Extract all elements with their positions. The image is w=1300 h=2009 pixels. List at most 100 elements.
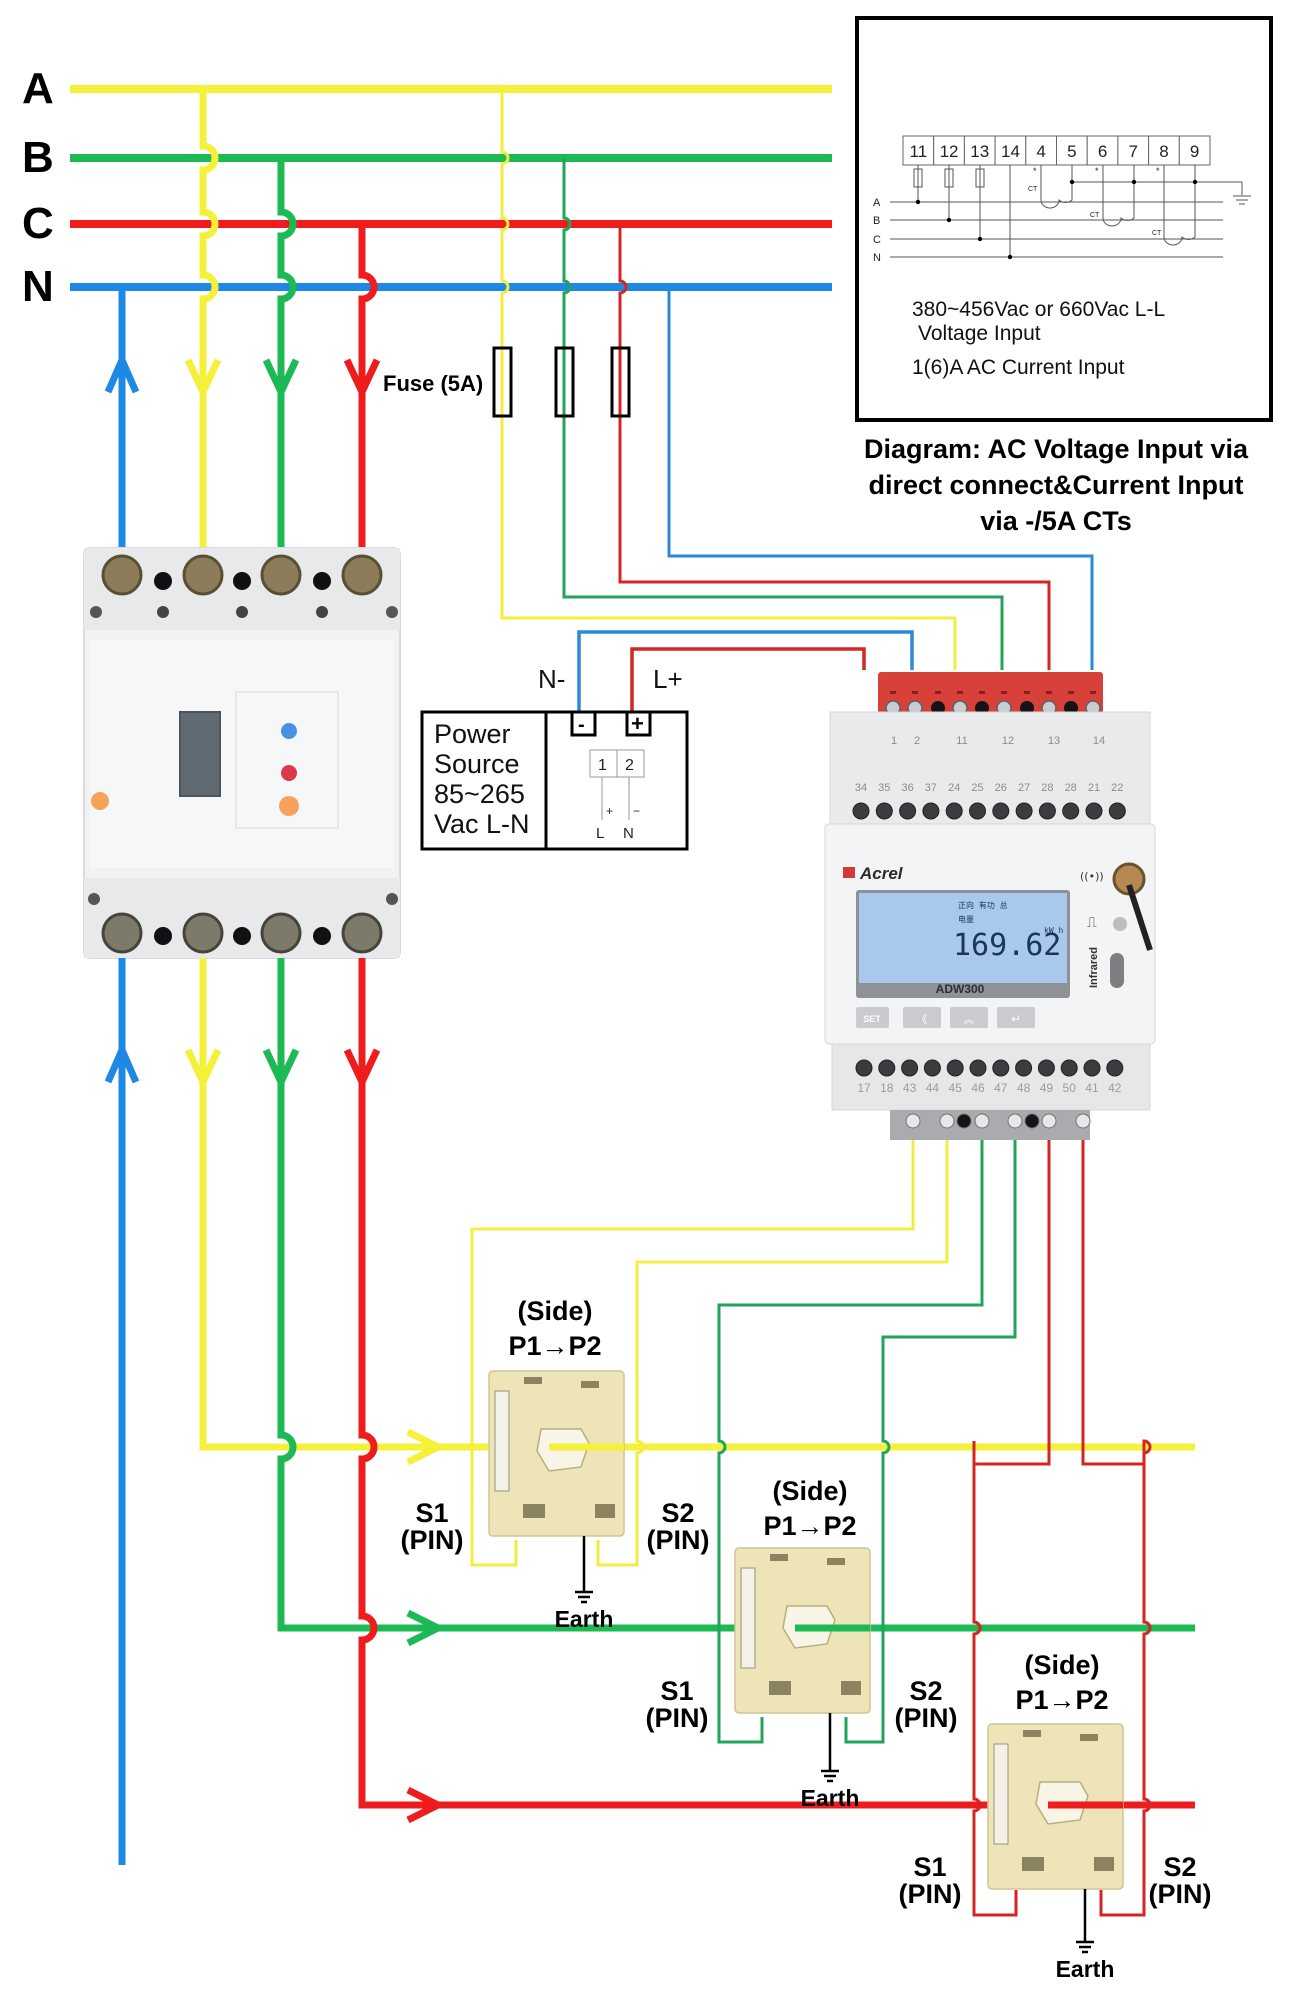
bus-label-a: A <box>22 64 54 113</box>
inset-terminal-label: 14 <box>1001 142 1020 161</box>
tap-n-wire <box>667 287 1094 670</box>
breaker-handle[interactable] <box>179 711 221 797</box>
meter-lower-terminal-label: 46 <box>971 1081 985 1095</box>
up-button[interactable] <box>950 1007 988 1028</box>
reset-button-orange[interactable] <box>279 796 299 816</box>
inset-terminal-box <box>1086 135 1119 166</box>
terminal-slot <box>912 691 918 694</box>
phase-c-arrow-down <box>343 358 381 401</box>
terminal-slot <box>1046 691 1052 694</box>
tap-c-wire <box>618 224 1051 670</box>
inset-dot <box>1192 179 1198 185</box>
ct-s1-pin-label: (PIN) <box>646 1703 709 1733</box>
meter-buttons: SET 《 ︽ ↵ <box>856 1007 1035 1028</box>
terminal-screw-icon <box>1015 802 1033 820</box>
inset-star-b: * <box>1095 166 1099 176</box>
meter-top-terminal-label: 1 <box>891 735 897 747</box>
inset-label-b: B <box>873 215 880 227</box>
pulse-icon: ⎍ <box>1087 915 1097 931</box>
lcd-sub: 电量 <box>958 914 974 924</box>
neg-terminal-symbol: - <box>578 714 585 736</box>
inset-ct-b <box>1102 165 1135 227</box>
bus-label-c: C <box>22 199 54 248</box>
tap-b-wire <box>562 158 1004 670</box>
terminal-screw-icon <box>341 912 383 954</box>
phase-a-feed <box>199 89 219 550</box>
meter-upper-terminal-label: 21 <box>1088 782 1100 794</box>
caption-line-3: via -/5A CTs <box>980 506 1132 536</box>
inset-ct-label-c: CT <box>1152 230 1162 237</box>
terminal-screw-icon <box>1106 1059 1124 1077</box>
inset-label-n: N <box>873 252 881 264</box>
acrel-logo-icon <box>843 867 855 878</box>
phase-c-arrow-down-lower <box>343 1048 381 1091</box>
meter-top-terminal-label: 11 <box>956 735 967 747</box>
terminal-2-label: 2 <box>625 757 634 774</box>
terminal-screw-icon <box>946 1059 964 1077</box>
indicator-red <box>281 765 297 781</box>
phase-a-arrow-down <box>184 358 222 401</box>
terminal-slot <box>1024 691 1030 694</box>
pos-terminal <box>625 710 652 737</box>
terminal-screw-icon <box>905 1113 921 1129</box>
meter-top-terminal-label: 2 <box>914 735 920 747</box>
power-source: N- L+ Power Source 85~265 Vac L-N - + 1 … <box>420 630 914 851</box>
inset-fuse-12 <box>944 168 954 188</box>
meter-upper-terminal-label: 27 <box>1018 782 1030 794</box>
terminal-screw-icon <box>260 912 302 954</box>
terminal-slot <box>1001 691 1007 694</box>
terminal-screw-icon <box>901 1059 919 1077</box>
meter-upper-terminal-label: 28 <box>1065 782 1077 794</box>
meter-lower-terminal-label: 44 <box>926 1081 940 1095</box>
inset-ct-label-a: CT <box>1028 186 1038 193</box>
power-source-line-3: 85~265 <box>434 779 525 809</box>
current-transformers: (Side)P1→P2S1(PIN)S2(PIN)Earth(Side)P1→P… <box>401 1296 1212 1982</box>
terminal-slot <box>957 691 963 694</box>
meter-lower-terminal-label: 42 <box>1108 1081 1122 1095</box>
ct-slot <box>1080 1734 1098 1741</box>
lcd-screen <box>859 893 1067 983</box>
inset-junctions <box>915 179 1198 260</box>
ct-slot <box>524 1377 542 1384</box>
ct-secondary-wiring <box>470 1140 1152 1917</box>
inset-terminal-box <box>1056 135 1088 166</box>
set-button[interactable] <box>856 1007 889 1028</box>
inset-star-a: * <box>1033 166 1037 176</box>
aux-neutral-wire <box>577 630 914 712</box>
terminal-screw-icon <box>341 554 383 596</box>
terminal-screw-icon <box>1007 1113 1023 1129</box>
test-button-blue[interactable] <box>281 723 297 739</box>
inset-dot <box>1007 254 1013 260</box>
inset-terminal-label: 6 <box>1098 142 1107 161</box>
caption-line-1: Diagram: AC Voltage Input via <box>864 434 1249 464</box>
earth-ground-icon <box>575 1536 593 1604</box>
lcd-unit: kW h <box>1044 926 1063 935</box>
load-side-feeds <box>104 958 1195 1865</box>
inset-ct-a <box>1040 165 1073 209</box>
terminal-hole-icon <box>1024 1113 1040 1129</box>
left-button-label: 《 <box>917 1013 928 1026</box>
ct-s2-pin-slot <box>595 1504 615 1518</box>
terminal-screw-icon <box>992 802 1010 820</box>
ct-c-s1-wire <box>972 1140 1051 1917</box>
meter-lower-terminal-label: 48 <box>1017 1081 1031 1095</box>
lcd-value: 169.62 <box>953 928 1061 963</box>
inset-wiring <box>890 165 1251 258</box>
meter-upper-terminal-label: 28 <box>1041 782 1053 794</box>
enter-button[interactable] <box>997 1007 1035 1028</box>
terminal-screw-icon <box>875 802 893 820</box>
phase-b-feed <box>277 158 297 550</box>
terminal-hole-icon <box>154 572 172 590</box>
terminal-hole-icon <box>313 572 331 590</box>
inset-terminal-label: 8 <box>1159 142 1168 161</box>
left-button[interactable] <box>903 1007 941 1028</box>
ct-s1-label: S1 <box>415 1498 448 1528</box>
ct-earth-label: Earth <box>555 1606 614 1632</box>
ct-s2-pin-slot <box>841 1681 861 1695</box>
